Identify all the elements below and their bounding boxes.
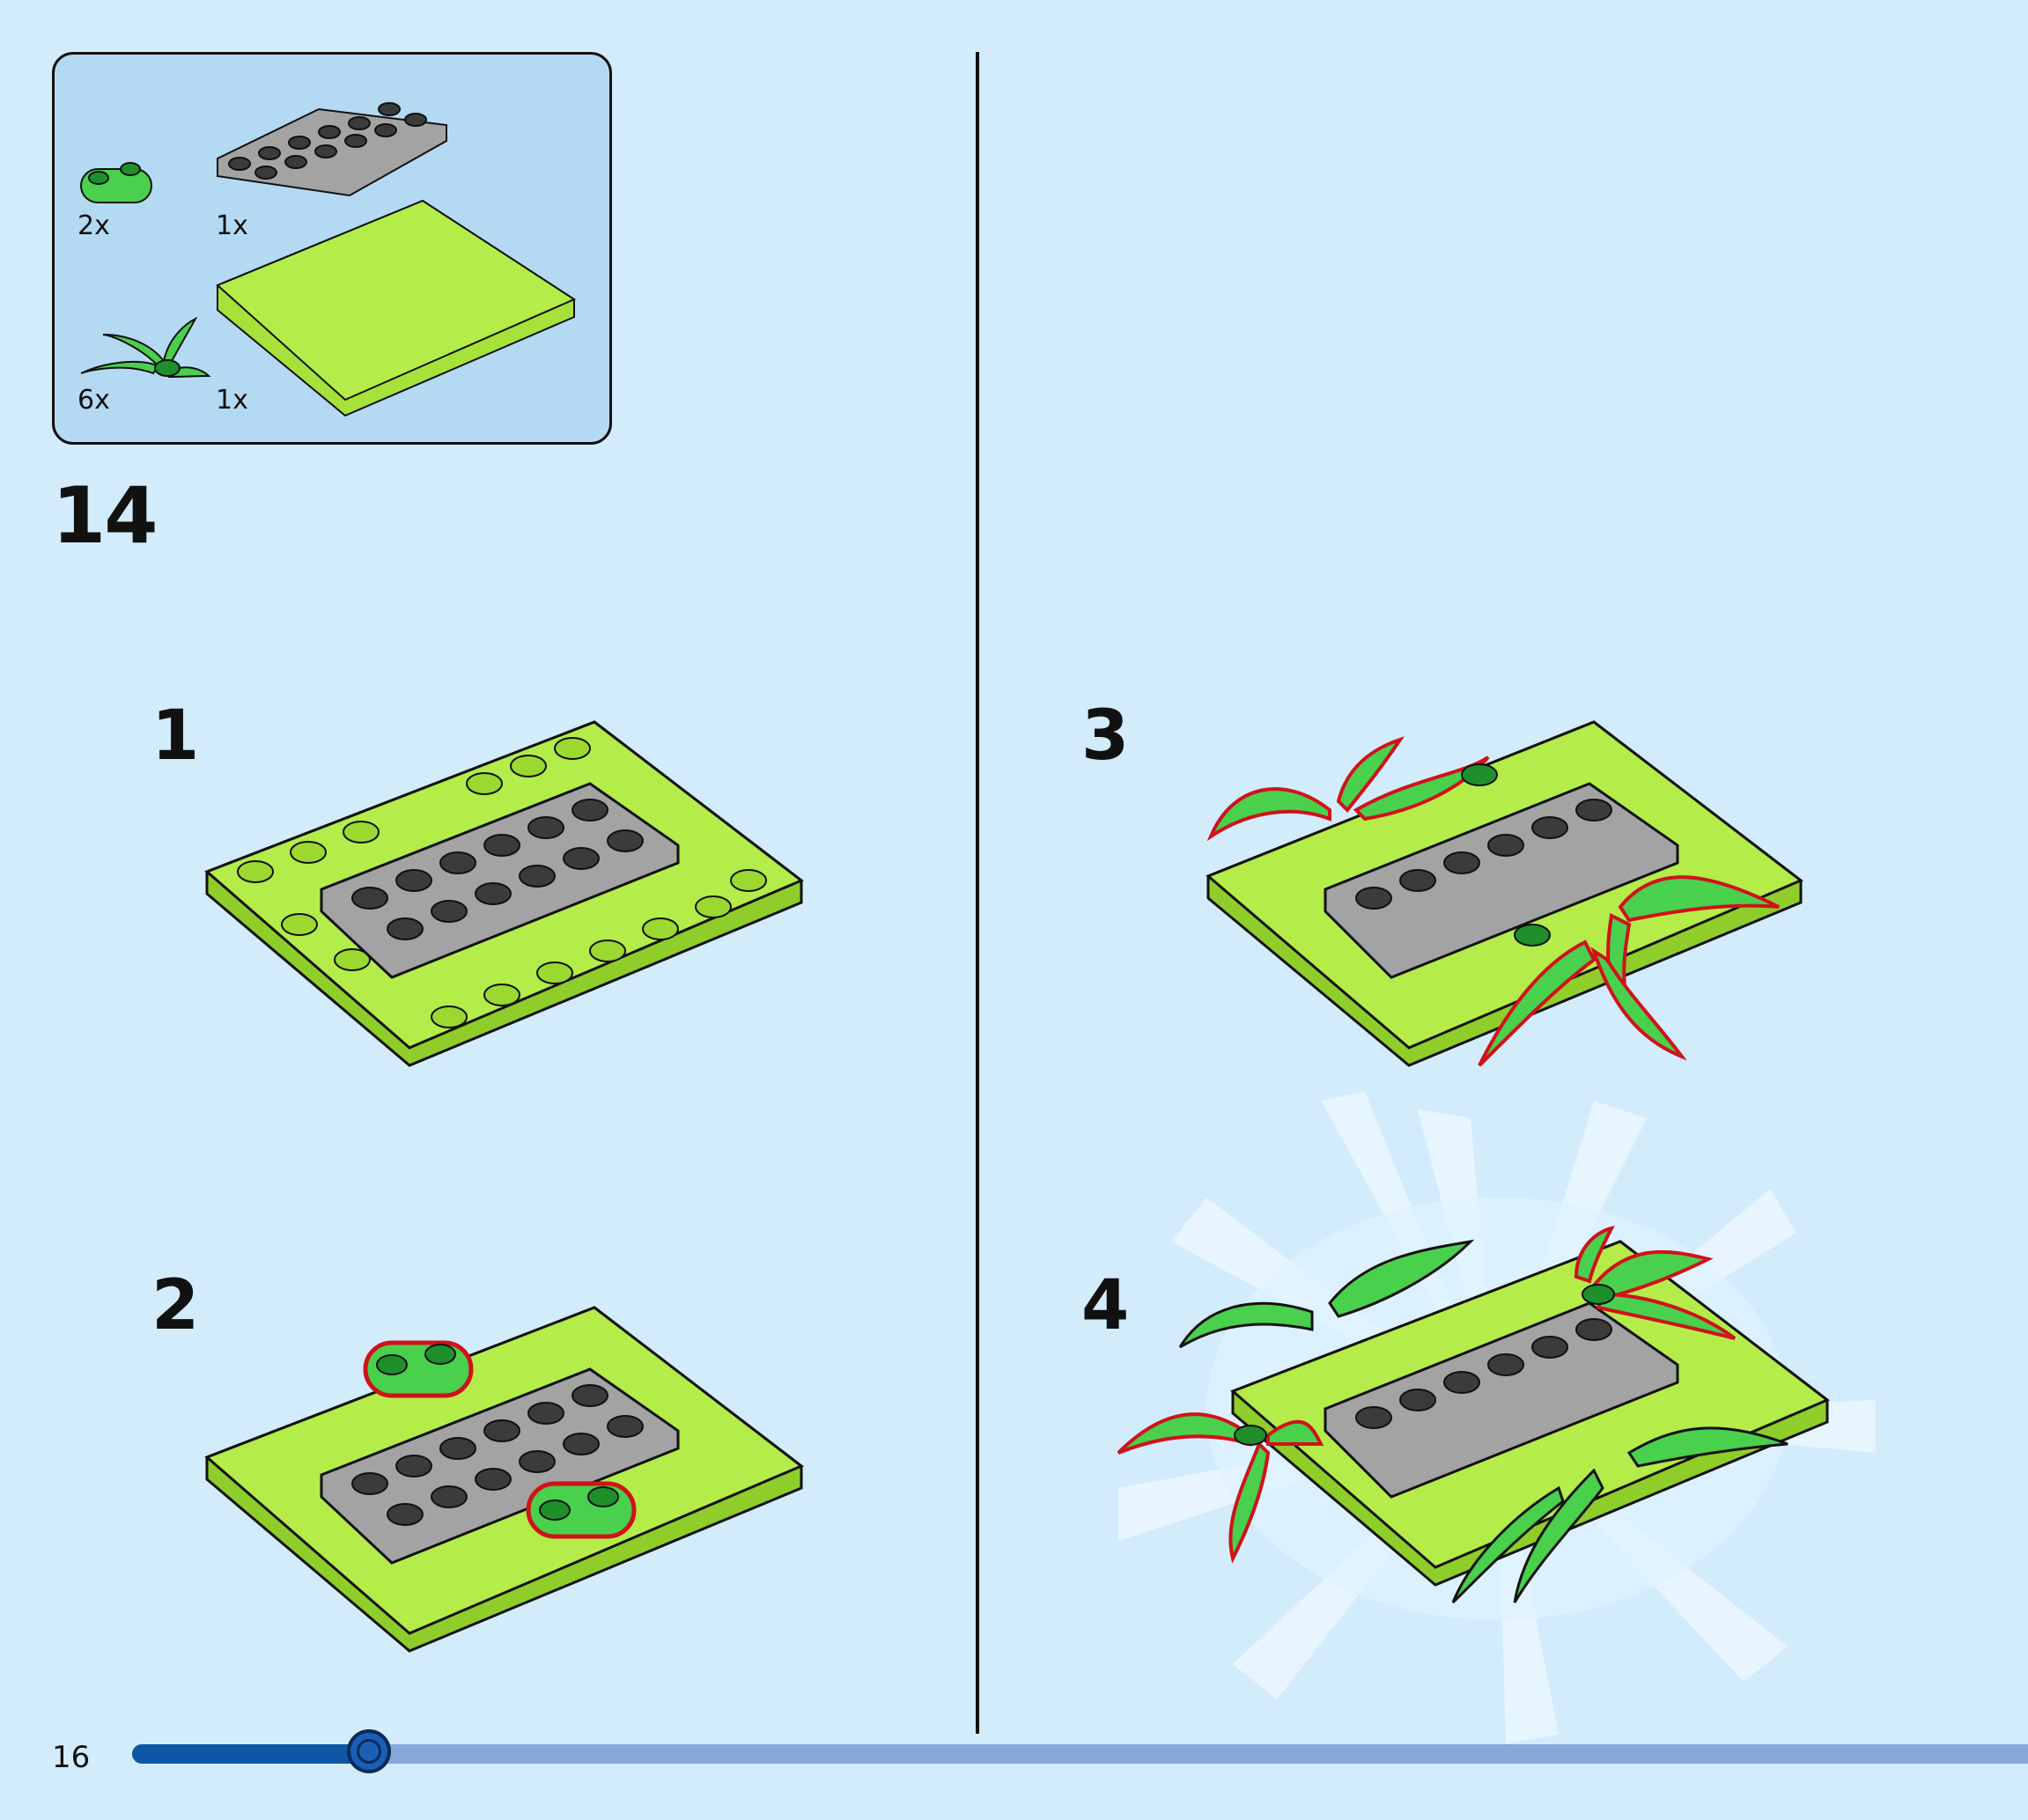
part-qty-leaf-plant: 6x xyxy=(77,385,110,416)
gray-plate-icon xyxy=(218,103,446,195)
progress-fill xyxy=(132,1744,369,1764)
page-number: 16 xyxy=(52,1740,90,1775)
substep-3-number: 3 xyxy=(1081,702,1129,770)
part-qty-lime-baseplate: 1x xyxy=(216,385,248,416)
progress-knob xyxy=(347,1729,391,1773)
lime-baseplate-icon xyxy=(218,201,574,416)
substep-1-illustration xyxy=(203,713,819,1083)
substep-3-illustration xyxy=(1198,704,1814,1083)
parts-callout: 2x 1x 6x 1x xyxy=(52,52,612,445)
substep-4-illustration xyxy=(1101,1083,1893,1752)
column-divider xyxy=(976,52,979,1734)
substep-2-number: 2 xyxy=(151,1271,199,1340)
substep-2-illustration xyxy=(203,1299,819,1669)
green-round-plate-icon xyxy=(81,163,151,203)
part-qty-green-round-plate: 2x xyxy=(77,210,110,241)
leaf-plant-icon xyxy=(81,319,209,377)
substep-1-number: 1 xyxy=(151,702,199,770)
step-number: 14 xyxy=(52,477,156,555)
progress-track xyxy=(132,1744,2028,1764)
part-qty-gray-plate: 1x xyxy=(216,210,248,241)
added-green-plate-2 xyxy=(528,1484,634,1536)
added-green-plate-1 xyxy=(365,1343,471,1396)
parts-illustration xyxy=(55,55,615,447)
